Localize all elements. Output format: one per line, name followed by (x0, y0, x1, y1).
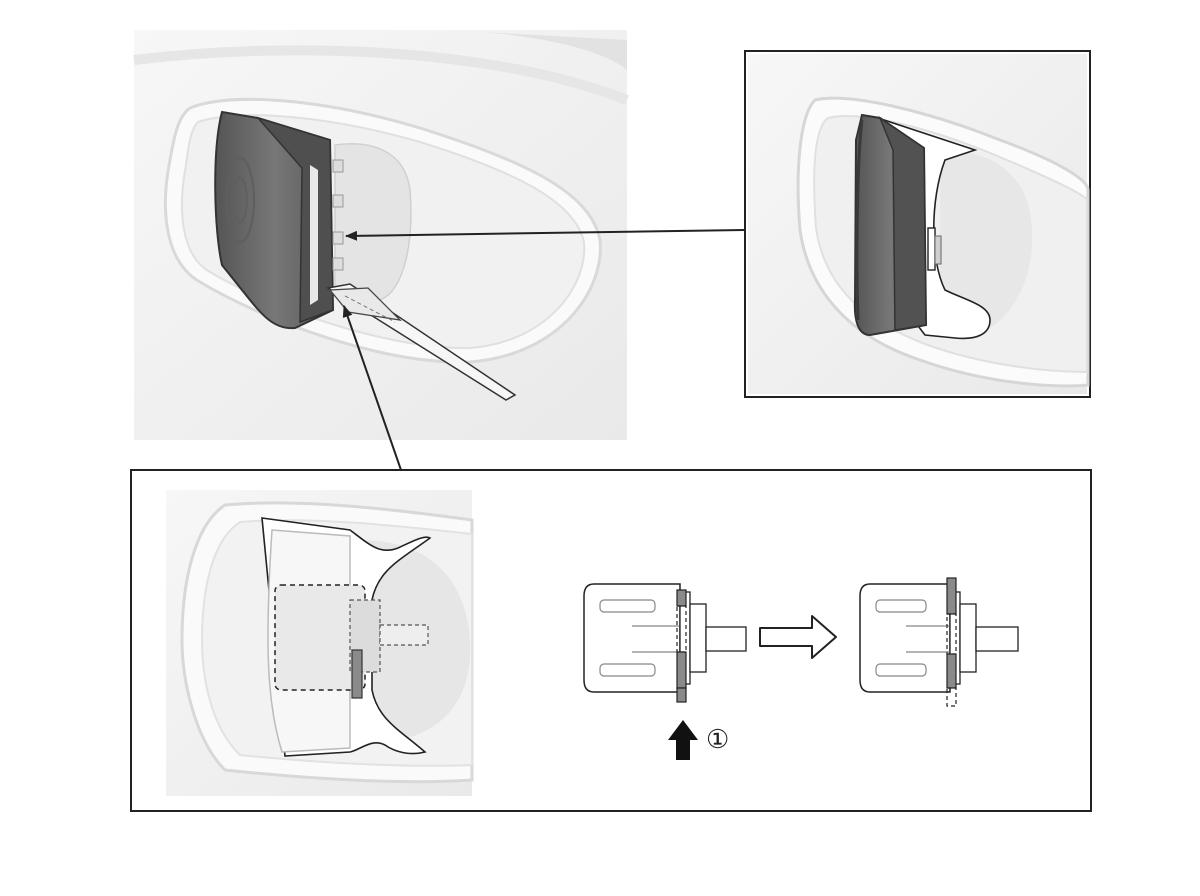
arrow-up-icon (668, 720, 698, 760)
arrow-right-outline-icon (759, 615, 837, 659)
switch-unit-cutaway (166, 490, 474, 796)
pointer-arrow-top (345, 229, 745, 241)
switch-cover-detail (853, 113, 928, 337)
flat-screwdriver (325, 283, 517, 401)
step-marker: ① (706, 725, 729, 755)
switch-cover (214, 110, 335, 330)
main-view (133, 30, 629, 440)
switch-unit-before (583, 583, 747, 703)
detail-top-panel (744, 50, 1091, 398)
switch-unit-after (859, 577, 1019, 707)
push-step: ① (668, 720, 729, 760)
clip (927, 227, 936, 271)
clip-slots (332, 159, 344, 271)
detail-bottom-panel: ① (130, 469, 1092, 812)
pointer-arrow-bottom (342, 305, 402, 471)
